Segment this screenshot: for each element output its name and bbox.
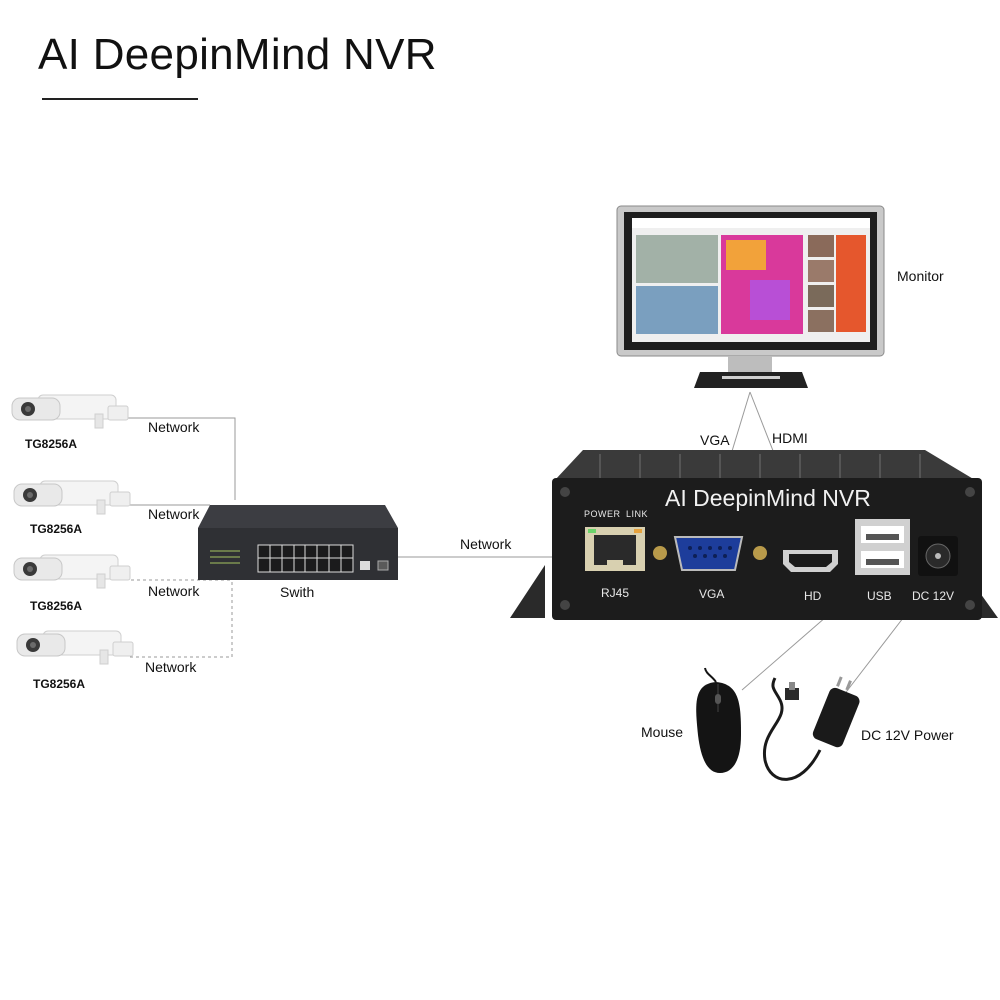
- camera-3-model: TG8256A: [30, 599, 83, 613]
- port-label-vga: VGA: [699, 587, 725, 601]
- camera-4-link-label: Network: [145, 659, 197, 675]
- camera-4-model: TG8256A: [33, 677, 86, 691]
- dc-power-label: DC 12V Power: [861, 727, 954, 743]
- camera-1-model: TG8256A: [25, 437, 78, 451]
- port-label-hd: HD: [804, 589, 822, 603]
- switch-uplink-label: Network: [460, 536, 512, 552]
- camera-1-link: [125, 417, 236, 500]
- power-adapter-icon: [762, 676, 860, 781]
- camera-3-link-label: Network: [148, 583, 200, 599]
- hdmi-connection-label: HDMI: [772, 430, 808, 446]
- page-title: AI DeepinMind NVR: [38, 30, 437, 79]
- switch-label: Swith: [280, 584, 315, 600]
- port-label-rj45: RJ45: [601, 586, 630, 600]
- nvr-power-indicator-label: POWER: [584, 509, 621, 519]
- camera-4-link: [130, 580, 233, 658]
- nvr-brand: AI DeepinMind NVR: [665, 485, 871, 511]
- monitor-label: Monitor: [897, 268, 944, 284]
- nvr-link-indicator-label: LINK: [626, 509, 649, 519]
- camera-1-link-label: Network: [148, 419, 200, 435]
- nvr-device-icon: [510, 450, 998, 620]
- mouse-icon: [696, 667, 741, 773]
- switch-device-icon: [198, 505, 398, 580]
- port-label-dc12v: DC 12V: [912, 589, 955, 603]
- vga-connection-label: VGA: [700, 432, 730, 448]
- mouse-label: Mouse: [641, 724, 684, 740]
- camera-2-icon: [13, 480, 131, 515]
- camera-2-link-label: Network: [148, 506, 200, 522]
- port-label-usb: USB: [867, 589, 892, 603]
- camera-4-icon: [16, 630, 134, 665]
- title-underline: [42, 98, 198, 100]
- camera-1-icon: [11, 394, 129, 429]
- monitor-icon: [616, 205, 885, 388]
- camera-3-icon: [13, 554, 131, 589]
- camera-2-model: TG8256A: [30, 522, 83, 536]
